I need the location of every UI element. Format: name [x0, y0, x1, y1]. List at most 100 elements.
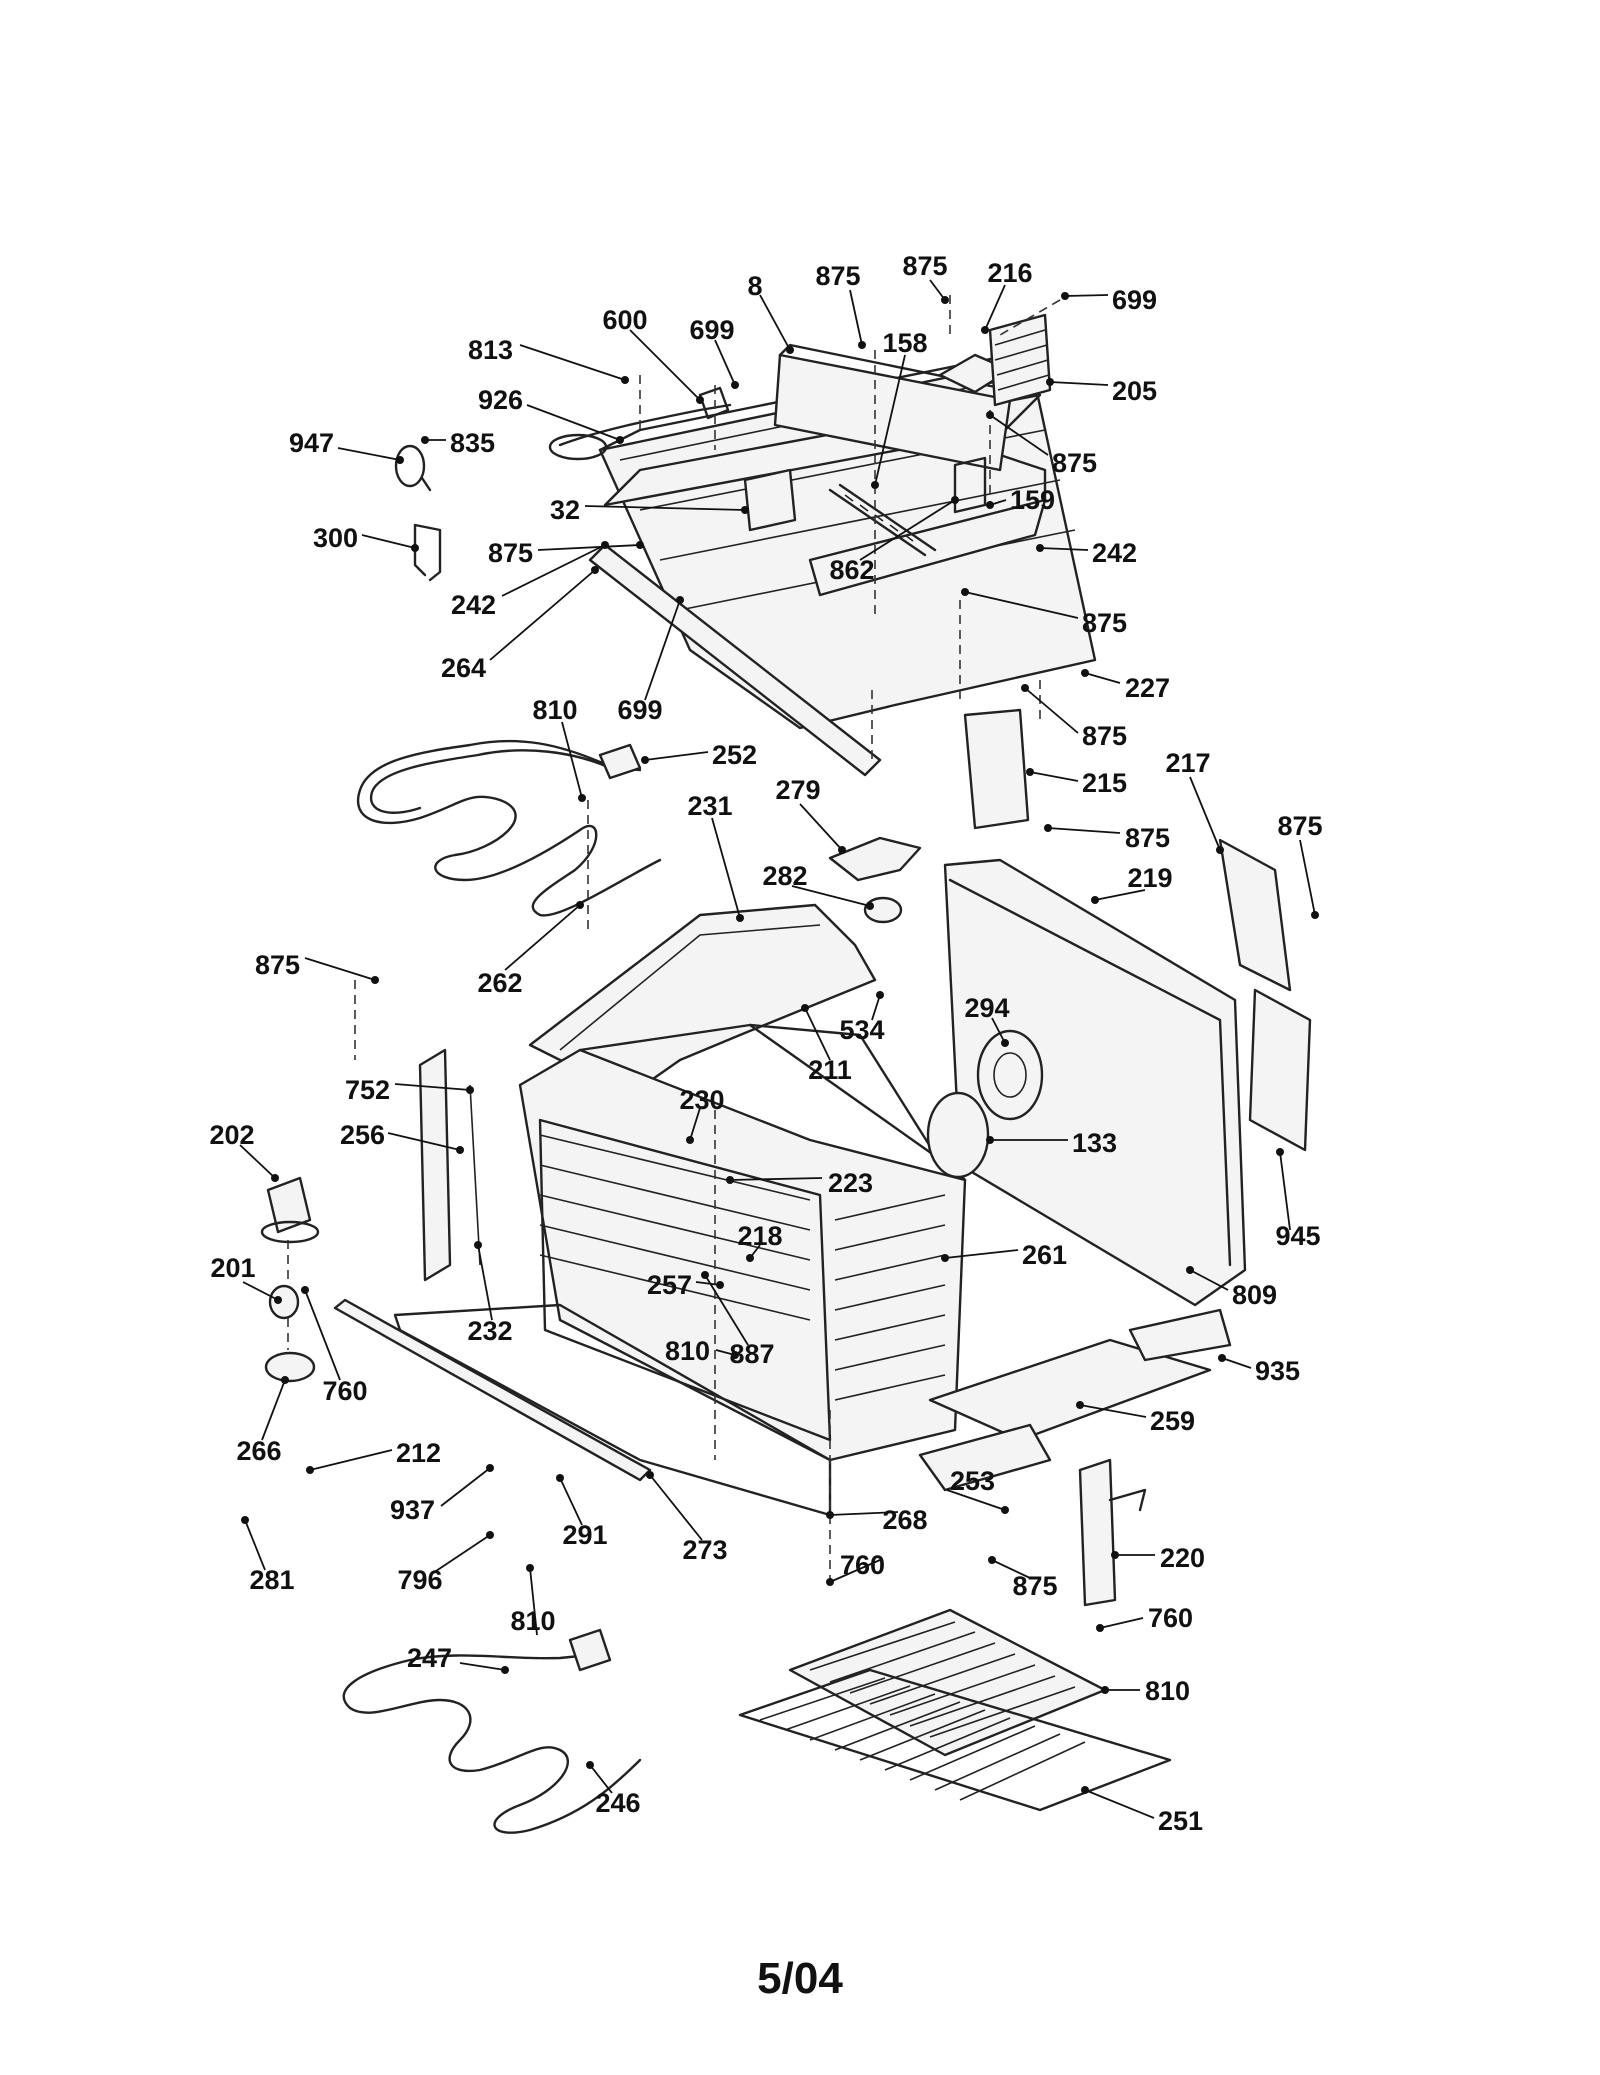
- leader-line: [242, 1281, 279, 1301]
- leader-line: [304, 1289, 341, 1381]
- leader-end-dot: [701, 1271, 709, 1279]
- leader-end-dot: [876, 991, 884, 999]
- callout-215: 215: [1026, 768, 1127, 798]
- callout-875: 875: [255, 950, 379, 984]
- callout-300: 300: [313, 523, 419, 553]
- callout-760: 760: [1096, 1603, 1193, 1633]
- leader-end-dot: [1021, 684, 1029, 692]
- lamp-assembly: [260, 1176, 320, 1383]
- leader-line: [829, 1559, 881, 1583]
- leader-end-dot: [988, 1556, 996, 1564]
- part-number-label: 699: [1112, 285, 1157, 315]
- part-number-label: 261: [1022, 1240, 1067, 1270]
- callout-875: 875: [961, 588, 1127, 638]
- callout-211: 211: [801, 1004, 852, 1085]
- callout-242: 242: [451, 541, 609, 620]
- callout-294: 294: [964, 993, 1010, 1047]
- leader-end-dot: [526, 1564, 534, 1572]
- part-number-label: 875: [1082, 608, 1127, 638]
- page-footer-date: 5/04: [757, 1954, 843, 2003]
- leader-end-dot: [601, 541, 609, 549]
- part-number-label: 875: [1052, 448, 1097, 478]
- leader-end-dot: [1081, 669, 1089, 677]
- part-number-label: 216: [987, 258, 1032, 288]
- callout-875: 875: [488, 538, 644, 568]
- leader-end-dot: [986, 1136, 994, 1144]
- part-number-label: 262: [477, 968, 522, 998]
- leader-line: [649, 1474, 703, 1541]
- part-number-label: 813: [468, 335, 513, 365]
- leader-end-dot: [866, 902, 874, 910]
- part-number-label: 875: [815, 261, 860, 291]
- part-number-label: 242: [1092, 538, 1137, 568]
- leader-end-dot: [1101, 1686, 1109, 1694]
- leader-end-dot: [474, 1241, 482, 1249]
- leader-line: [1279, 1151, 1291, 1231]
- leader-end-dot: [1276, 1148, 1284, 1156]
- leader-line: [644, 599, 681, 701]
- leader-end-dot: [1046, 378, 1054, 386]
- leader-end-dot: [801, 1004, 809, 1012]
- callout-810: 810: [1101, 1676, 1190, 1706]
- part-number-label: 926: [478, 385, 523, 415]
- part-number-label: 218: [737, 1221, 782, 1251]
- oven-cavity-assembly: [333, 836, 1312, 1607]
- part-number-label: 810: [510, 1606, 555, 1636]
- leader-end-dot: [371, 976, 379, 984]
- callout-251: 251: [1081, 1786, 1203, 1836]
- callout-232: 232: [467, 1241, 513, 1346]
- callout-875: 875: [815, 261, 866, 349]
- callout-158: 158: [871, 328, 928, 489]
- part-number-label: 257: [647, 1270, 692, 1300]
- part-number-label: 133: [1072, 1128, 1117, 1158]
- part-number-label: 273: [682, 1535, 727, 1565]
- part-number-label: 875: [1012, 1571, 1057, 1601]
- part-number-label: 259: [1150, 1406, 1195, 1436]
- part-number-label: 291: [562, 1520, 607, 1550]
- leader-line: [561, 721, 583, 799]
- part-number-label: 266: [236, 1436, 281, 1466]
- leader-end-dot: [641, 756, 649, 764]
- leader-end-dot: [456, 1146, 464, 1154]
- callout-875: 875: [988, 1556, 1058, 1601]
- leader-end-dot: [986, 411, 994, 419]
- part-number-label: 935: [1255, 1356, 1300, 1386]
- leader-end-dot: [616, 436, 624, 444]
- leader-line: [1189, 1269, 1229, 1291]
- leader-line: [1094, 889, 1146, 901]
- leader-line: [729, 1177, 823, 1181]
- part-number-label: 32: [550, 495, 580, 525]
- leader-end-dot: [786, 346, 794, 354]
- leader-end-dot: [396, 456, 404, 464]
- part-number-label: 875: [1082, 721, 1127, 751]
- leader-end-dot: [241, 1516, 249, 1524]
- leader-line: [874, 354, 906, 486]
- part-number-label: 279: [775, 775, 820, 805]
- callout-266: 266: [236, 1376, 289, 1466]
- leader-line: [704, 1274, 749, 1346]
- broil-element-252: [357, 739, 662, 930]
- callout-259: 259: [1076, 1401, 1195, 1436]
- part-number-label: 862: [829, 555, 874, 585]
- leader-line: [459, 1662, 506, 1671]
- part-number-label: 264: [441, 653, 486, 683]
- part-number-label: 212: [396, 1438, 441, 1468]
- part-number-label: 230: [679, 1085, 724, 1115]
- leader-end-dot: [1186, 1266, 1194, 1274]
- leader-end-dot: [306, 1466, 314, 1474]
- leader-end-dot: [746, 1254, 754, 1262]
- leader-line: [1189, 776, 1221, 851]
- part-number-label: 251: [1158, 1806, 1203, 1836]
- callout-257: 257: [647, 1270, 724, 1300]
- leader-line: [1221, 1357, 1252, 1369]
- part-number-label: 796: [397, 1565, 442, 1595]
- leader-end-dot: [1311, 911, 1319, 919]
- part-number-label: 300: [313, 523, 358, 553]
- leader-line: [589, 1764, 613, 1794]
- part-number-label: 220: [1160, 1543, 1205, 1573]
- leader-end-dot: [646, 1471, 654, 1479]
- leader-end-dot: [501, 1666, 509, 1674]
- leader-line: [501, 544, 606, 597]
- leader-end-dot: [726, 1176, 734, 1184]
- leader-end-dot: [826, 1578, 834, 1586]
